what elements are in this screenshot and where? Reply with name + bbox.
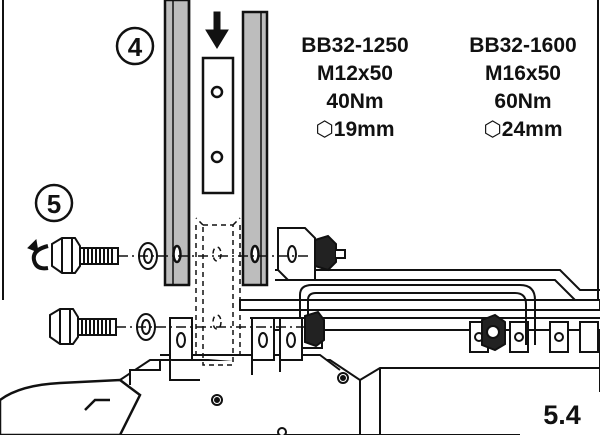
spec-wrench-1250: ⬡19mm	[315, 118, 394, 141]
spec-model-1250: BB32-1250	[301, 34, 408, 57]
down-arrow-icon	[205, 11, 229, 49]
connector-plate	[201, 56, 235, 195]
step-4-badge: 4	[115, 26, 155, 66]
bolt-axis-lines	[116, 255, 310, 328]
upper-terminal-block	[277, 227, 346, 281]
spec-torque-1600: 60Nm	[494, 90, 551, 113]
lower-nut	[304, 310, 506, 352]
spec-model-1600: BB32-1600	[469, 34, 576, 57]
step-5-badge: 5	[34, 183, 74, 223]
upper-bolt	[51, 237, 119, 274]
section-number-box: 5.4	[520, 392, 600, 435]
plate-target-outline	[195, 217, 241, 366]
spec-bb32-1600: BB32-1600 M16x50 60Nm ⬡24mm	[469, 34, 576, 141]
spec-bolt-1250: M12x50	[317, 62, 393, 85]
left-curved-body	[0, 378, 142, 437]
busbar-edges	[172, 0, 262, 285]
step-4-label: 4	[128, 32, 143, 62]
busbar-left	[163, 0, 191, 287]
frame-lines	[2, 0, 599, 300]
spec-wrench-1600: ⬡24mm	[483, 118, 562, 141]
rotate-arrow-icon	[27, 238, 49, 271]
lower-bolt	[49, 308, 117, 345]
step-5-label: 5	[47, 189, 61, 219]
section-number: 5.4	[543, 400, 581, 430]
spec-bolt-1600: M16x50	[485, 62, 561, 85]
spec-bb32-1250: BB32-1250 M12x50 40Nm ⬡19mm	[301, 34, 408, 141]
spec-torque-1250: 40Nm	[326, 90, 383, 113]
busbar-right	[241, 10, 269, 287]
